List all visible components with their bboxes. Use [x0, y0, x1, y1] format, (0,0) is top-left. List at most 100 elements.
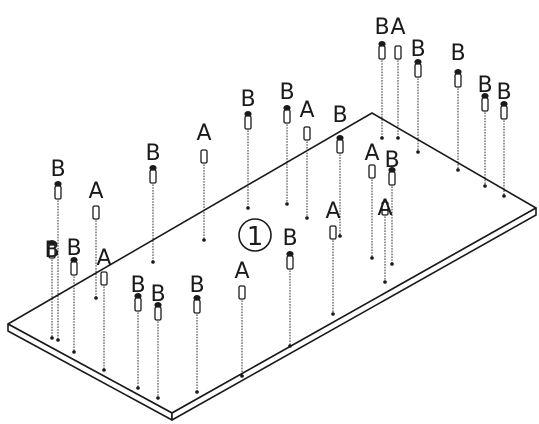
dowel-body [388, 171, 396, 186]
cam-bolt-body [200, 149, 208, 164]
fastener-hole [94, 296, 98, 300]
fastener-label-a: A [96, 246, 111, 271]
dowel-body [244, 115, 252, 130]
fastener-b: B [496, 80, 512, 198]
fastener-hole [502, 194, 506, 198]
fastener-label-b: B [130, 273, 145, 298]
fastener-hole [331, 312, 335, 316]
fastener-b: B [450, 41, 466, 172]
fastener-a: A [96, 246, 112, 372]
fastener-label-b: B [332, 103, 347, 128]
dowel-body [70, 261, 78, 276]
dowel-body [54, 185, 62, 200]
fastener-hole [151, 260, 155, 264]
fastener-hole [416, 150, 420, 154]
fastener-b: B [150, 282, 166, 400]
cam-bolt-body [368, 164, 376, 179]
fastener-b: B [279, 80, 295, 206]
dowel-body [193, 299, 201, 314]
fastener-b: B [66, 236, 82, 354]
dowel-body [378, 45, 386, 60]
dowel-body [500, 105, 508, 120]
fastener-label-a: A [299, 98, 314, 123]
fastener-a: A [364, 141, 380, 260]
fastener-a: A [377, 196, 393, 284]
fastener-label-a: A [325, 199, 340, 224]
fastener-hole [56, 338, 60, 342]
fastener-label-a: A [88, 179, 103, 204]
fastener-hole [102, 368, 106, 372]
fastener-hole [285, 202, 289, 206]
fastener-b: B [240, 87, 256, 210]
fastener-a: A [234, 259, 250, 378]
fastener-label-b: B [374, 15, 389, 40]
fastener-hole [246, 206, 250, 210]
fastener-a: A [88, 179, 104, 300]
fastener-b: B [282, 226, 298, 348]
fastener-b: B [145, 141, 161, 264]
fastener-label-b: B [50, 157, 65, 182]
fastener-a: A [390, 15, 406, 140]
fastener-b: B [50, 157, 66, 342]
fastener-label-b: B [450, 41, 465, 66]
dowel-body [48, 244, 56, 259]
fastener-b: B [410, 37, 426, 154]
fastener-label-b: B [410, 37, 425, 62]
fastener-hole [288, 344, 292, 348]
cam-bolt-body [238, 285, 246, 300]
dowel-body [286, 255, 294, 270]
fastener-hole [156, 396, 160, 400]
dowel-body [454, 73, 462, 88]
fastener-hole [380, 136, 384, 140]
fastener-label-a: A [377, 196, 392, 221]
panel [7, 112, 537, 421]
fastener-b: B [384, 148, 400, 266]
fastener-hole [338, 234, 342, 238]
fastener-b: B [332, 103, 348, 238]
fastener-label-b: B [145, 141, 160, 166]
fastener-hole [240, 374, 244, 378]
fastener-hole [383, 280, 387, 284]
fastener-label-b: B [44, 238, 59, 263]
part-number: 1 [247, 222, 264, 252]
fastener-hole [483, 184, 487, 188]
fastener-b: B [130, 273, 146, 390]
cam-bolt-body [329, 225, 337, 240]
cam-bolt-body [100, 271, 108, 286]
fastener-hole [390, 262, 394, 266]
dowel-body [149, 169, 157, 184]
fastener-hole [370, 256, 374, 260]
dowel-body [283, 109, 291, 124]
fastener-label-a: A [234, 259, 249, 284]
fastener-label-b: B [496, 80, 511, 105]
fastener-hole [305, 216, 309, 220]
fastener-label-b: B [279, 80, 294, 105]
fastener-hole [50, 336, 54, 340]
cam-bolt-body [92, 205, 100, 220]
fastener-label-a: A [364, 141, 379, 166]
fastener-a: A [325, 199, 341, 316]
dowel-body [154, 306, 162, 321]
cam-bolt-body [394, 45, 402, 60]
fastener-a: A [299, 98, 315, 220]
fastener-b: B [44, 238, 60, 340]
part-number-circle [238, 218, 272, 252]
fastener-label-b: B [384, 148, 399, 173]
fastener-hole [202, 238, 206, 242]
cam-bolt-body [303, 126, 311, 141]
fastener-b: B [189, 273, 205, 394]
fastener-hole [136, 386, 140, 390]
fastener-label-b: B [150, 282, 165, 307]
fastener-hole [72, 350, 76, 354]
cam-bolt-body [381, 201, 389, 216]
fastener-hole [396, 136, 400, 140]
fastener-b: B [477, 73, 493, 188]
fastener-label-a: A [196, 121, 211, 146]
fastener-label-b: B [240, 87, 255, 112]
fastener-a: A [196, 121, 212, 242]
fastener-label-b: B [477, 73, 492, 98]
fastener-label-b: B [282, 226, 297, 251]
fastener-label-b: B [189, 273, 204, 298]
